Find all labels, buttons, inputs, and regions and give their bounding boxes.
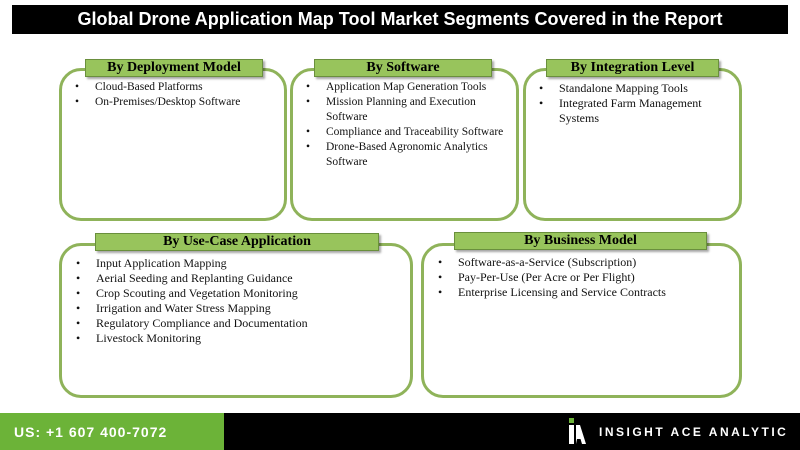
business-model-label: By Business Model (454, 232, 707, 250)
list-item: Input Application Mapping (74, 256, 409, 271)
list-item: Livestock Monitoring (74, 331, 409, 346)
list-item: Software-as-a-Service (Subscription) (436, 255, 736, 270)
list-item: Standalone Mapping Tools (537, 81, 737, 96)
list-item: On-Premises/Desktop Software (73, 95, 278, 110)
deployment-model-label: By Deployment Model (85, 59, 263, 77)
list-item: Crop Scouting and Vegetation Monitoring (74, 286, 409, 301)
software-label: By Software (314, 59, 492, 77)
list-item: Application Map Generation Tools (304, 80, 514, 95)
list-item: Cloud-Based Platforms (73, 80, 278, 95)
integration-level-label: By Integration Level (546, 59, 719, 77)
page-title: Global Drone Application Map Tool Market… (12, 5, 788, 34)
list-item: Enterprise Licensing and Service Contrac… (436, 285, 736, 300)
list-item: Irrigation and Water Stress Mapping (74, 301, 409, 316)
brand: INSIGHT ACE ANALYTIC (567, 413, 788, 450)
list-item: Compliance and Traceability Software (304, 125, 514, 140)
list-item: Aerial Seeding and Replanting Guidance (74, 271, 409, 286)
business-model-list: Software-as-a-Service (Subscription) Pay… (436, 255, 736, 300)
software-list: Application Map Generation Tools Mission… (304, 80, 514, 170)
list-item: Mission Planning and Execution Software (304, 95, 514, 125)
footer-bar: US: +1 607 400-7072 INSIGHT ACE ANALYTIC (0, 413, 800, 450)
deployment-model-list: Cloud-Based Platforms On-Premises/Deskto… (73, 80, 278, 110)
integration-level-list: Standalone Mapping Tools Integrated Farm… (537, 81, 737, 126)
list-item: Drone-Based Agronomic Analytics Software (304, 140, 514, 170)
list-item: Integrated Farm Management Systems (537, 96, 737, 126)
brand-name: INSIGHT ACE ANALYTIC (599, 424, 789, 439)
use-case-application-list: Input Application Mapping Aerial Seeding… (74, 256, 409, 346)
list-item: Pay-Per-Use (Per Acre or Per Flight) (436, 270, 736, 285)
insight-ace-logo-icon (569, 417, 586, 444)
use-case-application-label: By Use-Case Application (95, 233, 379, 251)
phone-number: US: +1 607 400-7072 (0, 413, 224, 450)
list-item: Regulatory Compliance and Documentation (74, 316, 409, 331)
